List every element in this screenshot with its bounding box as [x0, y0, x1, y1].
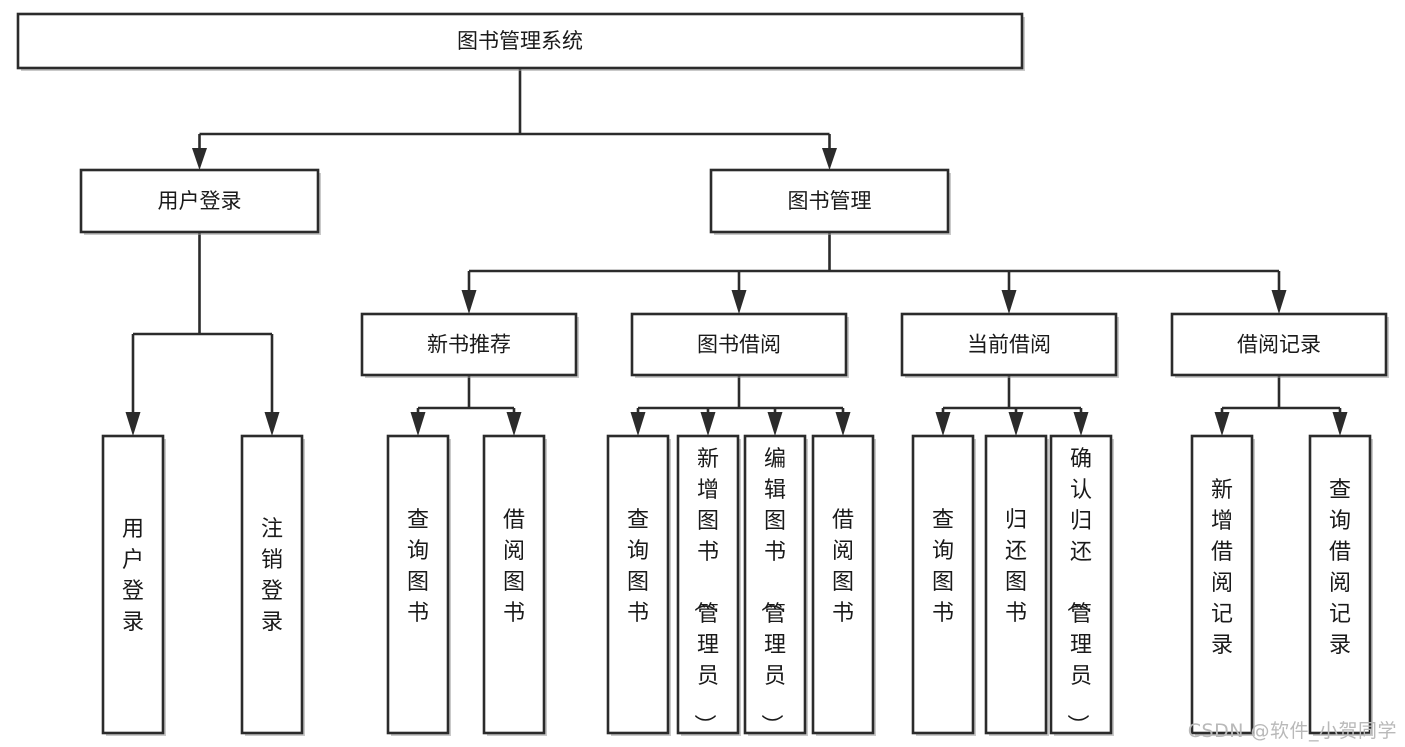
node-label-leaf: 借阅图书: [832, 508, 854, 626]
node-label-book-management: 图书管理: [788, 189, 872, 213]
node-rect: [709, 168, 950, 234]
node-rect: [1308, 434, 1372, 735]
node-rect: [482, 434, 546, 735]
arrow-current-to-leaf-2: [1008, 412, 1024, 436]
leaf-nodes-layer: 用户登录 注销登录 查询图书 借阅图书 查询图书: [101, 434, 1373, 736]
node-rect: [386, 434, 450, 735]
arrow-book-mgmt-to-current: [1001, 290, 1017, 314]
arrow-user-login-to-leaf-1: [125, 412, 141, 436]
node-leaf-return-books[interactable]: 归还图书: [984, 434, 1049, 736]
arrow-current-to-leaf-3: [1073, 412, 1089, 436]
arrow-borrow-to-leaf-1: [630, 412, 646, 436]
node-label-leaf: 新增图书（管理员）: [691, 447, 719, 736]
node-leaf-borrow-books-recommend[interactable]: 借阅图书: [482, 434, 547, 736]
connector-layer: [125, 68, 1348, 436]
node-rect: [606, 434, 670, 735]
arrow-records-to-leaf-1: [1214, 412, 1230, 436]
node-rect: [630, 312, 848, 377]
node-leaf-query-books-current[interactable]: 查询图书: [911, 434, 976, 736]
arrow-book-mgmt-to-borrow: [731, 290, 747, 314]
csdn-watermark: CSDN @软件_小贺同学: [1187, 720, 1397, 742]
arrow-book-mgmt-to-records: [1271, 290, 1287, 314]
arrow-current-to-leaf-1: [935, 412, 951, 436]
node-leaf-logout[interactable]: 注销登录: [240, 434, 305, 736]
node-borrow-records[interactable]: 借阅记录: [1170, 312, 1389, 378]
node-leaf-user-login[interactable]: 用户登录: [101, 434, 166, 736]
node-label-root-system: 图书管理系统: [457, 29, 583, 53]
node-user-login[interactable]: 用户登录: [79, 168, 321, 235]
arrow-root-to-book-mgmt: [822, 148, 837, 170]
node-label-book-borrow: 图书借阅: [697, 333, 781, 357]
arrow-borrow-to-leaf-3: [767, 412, 783, 436]
node-rect: [79, 168, 320, 234]
node-rect: [900, 312, 1118, 377]
node-rect: [240, 434, 304, 735]
node-label-leaf: 查询借阅记录: [1329, 478, 1351, 658]
arrow-records-to-leaf-2: [1332, 412, 1348, 436]
node-leaf-borrow-books[interactable]: 借阅图书: [811, 434, 876, 736]
node-rect: [1049, 434, 1113, 735]
node-rect: [16, 12, 1024, 70]
node-label-leaf: 查询图书: [627, 508, 649, 626]
node-label-leaf: 用户登录: [122, 517, 144, 635]
node-label-borrow-records: 借阅记录: [1237, 333, 1321, 357]
node-book-management[interactable]: 图书管理: [709, 168, 951, 235]
node-label-leaf: 查询图书: [407, 508, 429, 626]
node-rect: [984, 434, 1048, 735]
node-leaf-query-borrow-record[interactable]: 查询借阅记录: [1308, 434, 1373, 736]
arrow-new-books-to-leaf-2: [506, 412, 522, 436]
node-label-leaf: 确认归还（管理员）: [1064, 447, 1092, 736]
node-rect: [811, 434, 875, 735]
node-leaf-add-borrow-record[interactable]: 新增借阅记录: [1190, 434, 1255, 736]
node-leaf-confirm-return-admin[interactable]: 确认归还（管理员）: [1049, 434, 1114, 736]
node-label-leaf: 查询图书: [932, 508, 954, 626]
node-rect: [743, 434, 807, 735]
node-book-borrow[interactable]: 图书借阅: [630, 312, 849, 378]
node-leaf-query-books-borrow[interactable]: 查询图书: [606, 434, 671, 736]
node-rect: [1190, 434, 1254, 735]
node-new-book-recommend[interactable]: 新书推荐: [360, 312, 579, 378]
node-rect: [911, 434, 975, 735]
node-leaf-edit-book-admin[interactable]: 编辑图书（管理员）: [743, 434, 808, 736]
node-rect: [101, 434, 165, 735]
node-rect: [360, 312, 578, 377]
node-leaf-add-book-admin[interactable]: 新增图书（管理员）: [676, 434, 741, 736]
arrow-new-books-to-leaf-1: [410, 412, 426, 436]
arrow-root-to-user-login: [192, 148, 207, 170]
arrow-user-login-to-leaf-2: [264, 412, 280, 436]
node-label-user-login: 用户登录: [158, 189, 242, 213]
node-rect: [676, 434, 740, 735]
node-current-borrow[interactable]: 当前借阅: [900, 312, 1119, 378]
node-label-leaf: 借阅图书: [503, 508, 525, 626]
node-label-leaf: 注销登录: [261, 517, 283, 635]
arrow-borrow-to-leaf-2: [700, 412, 716, 436]
node-label-leaf: 归还图书: [1005, 508, 1027, 626]
node-label-new-book-recommend: 新书推荐: [427, 333, 511, 357]
node-rect: [1170, 312, 1388, 377]
arrow-book-mgmt-to-new-books: [461, 290, 477, 314]
arrow-borrow-to-leaf-4: [835, 412, 851, 436]
node-label-current-borrow: 当前借阅: [967, 333, 1051, 357]
node-leaf-query-books-recommend[interactable]: 查询图书: [386, 434, 451, 736]
node-label-leaf: 新增借阅记录: [1211, 478, 1233, 658]
node-root-system[interactable]: 图书管理系统: [16, 12, 1025, 71]
node-label-leaf: 编辑图书（管理员）: [758, 447, 786, 736]
